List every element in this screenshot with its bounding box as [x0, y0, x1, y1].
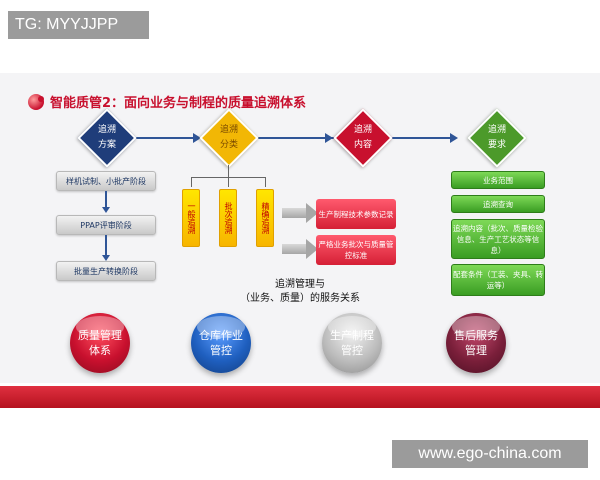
branch-line	[265, 177, 266, 187]
category-box: 一般追溯	[182, 189, 200, 247]
diamond-label: 方案	[97, 140, 116, 150]
divider	[0, 383, 600, 386]
requirement-box: 追溯内容（批次、质量检验信息、生产工艺状态等信息）	[451, 219, 545, 259]
diamond-label: 追溯	[353, 125, 372, 135]
big-arrow-icon	[282, 203, 318, 223]
watermark-top: TG: MYYJJPP	[8, 11, 149, 39]
service-relation-line: 追溯管理与	[275, 279, 325, 290]
stage-connector	[105, 235, 107, 257]
requirement-box: 配套条件（工装、夹具、转运等）	[451, 264, 545, 296]
watermark-bottom: www.ego-china.com	[392, 440, 588, 468]
flow-arrow-icon	[325, 133, 333, 143]
branch-line	[228, 177, 229, 187]
stage-box: PPAP评审阶段	[56, 215, 156, 235]
flow-arrow-icon	[450, 133, 458, 143]
diamond-label: 内容	[353, 140, 372, 150]
circle-label: 售后服务管理	[454, 329, 498, 357]
service-relation-line: （业务、质量）的服务关系	[240, 293, 360, 304]
circle-label: 质量管理体系	[78, 329, 122, 357]
branch-line	[228, 165, 229, 177]
footer-band	[0, 386, 600, 408]
down-arrow-icon	[102, 207, 110, 213]
diamond-label: 追溯	[97, 125, 116, 135]
circle-warehouse: 仓库作业管控	[191, 313, 251, 373]
diamond-label: 追溯	[219, 125, 238, 135]
flow-line	[120, 137, 450, 139]
requirement-box: 追溯查询	[451, 195, 545, 213]
circle-after-sales: 售后服务管理	[446, 313, 506, 373]
bullet-icon	[28, 93, 44, 110]
flow-arrow-icon	[193, 133, 201, 143]
content-box: 严格业务批次与质量管控标准	[316, 235, 396, 265]
diamond-plan: 追溯方案	[77, 108, 137, 168]
category-box: 批次追溯	[219, 189, 237, 247]
diamond-category: 追溯分类	[199, 108, 259, 168]
circle-label: 生产制程管控	[330, 329, 374, 357]
title-text: 智能质管2：面向业务与制程的质量追溯体系	[50, 96, 307, 111]
diamond-content: 追溯内容	[333, 108, 393, 168]
service-relation-label: 追溯管理与 （业务、质量）的服务关系	[200, 278, 400, 306]
slide: 智能质管2：面向业务与制程的质量追溯体系 追溯方案 追溯分类 追溯内容 追溯要求…	[0, 73, 600, 408]
content-box: 生产制程技术参数记录	[316, 199, 396, 229]
category-box: 精确追溯	[256, 189, 274, 247]
diamond-requirement: 追溯要求	[467, 108, 527, 168]
stage-connector	[105, 191, 107, 209]
diamond-label: 要求	[487, 140, 506, 150]
down-arrow-icon	[102, 255, 110, 261]
requirement-box: 业务范围	[451, 171, 545, 189]
branch-line	[191, 177, 192, 187]
big-arrow-icon	[282, 239, 318, 259]
slide-title: 智能质管2：面向业务与制程的质量追溯体系	[28, 92, 306, 111]
circle-production: 生产制程管控	[322, 313, 382, 373]
circle-quality-system: 质量管理体系	[70, 313, 130, 373]
stage-box: 样机试制、小批产阶段	[56, 171, 156, 191]
stage-box: 批量生产转换阶段	[56, 261, 156, 281]
circle-label: 仓库作业管控	[199, 329, 243, 357]
diamond-label: 分类	[219, 140, 238, 150]
diamond-label: 追溯	[487, 125, 506, 135]
